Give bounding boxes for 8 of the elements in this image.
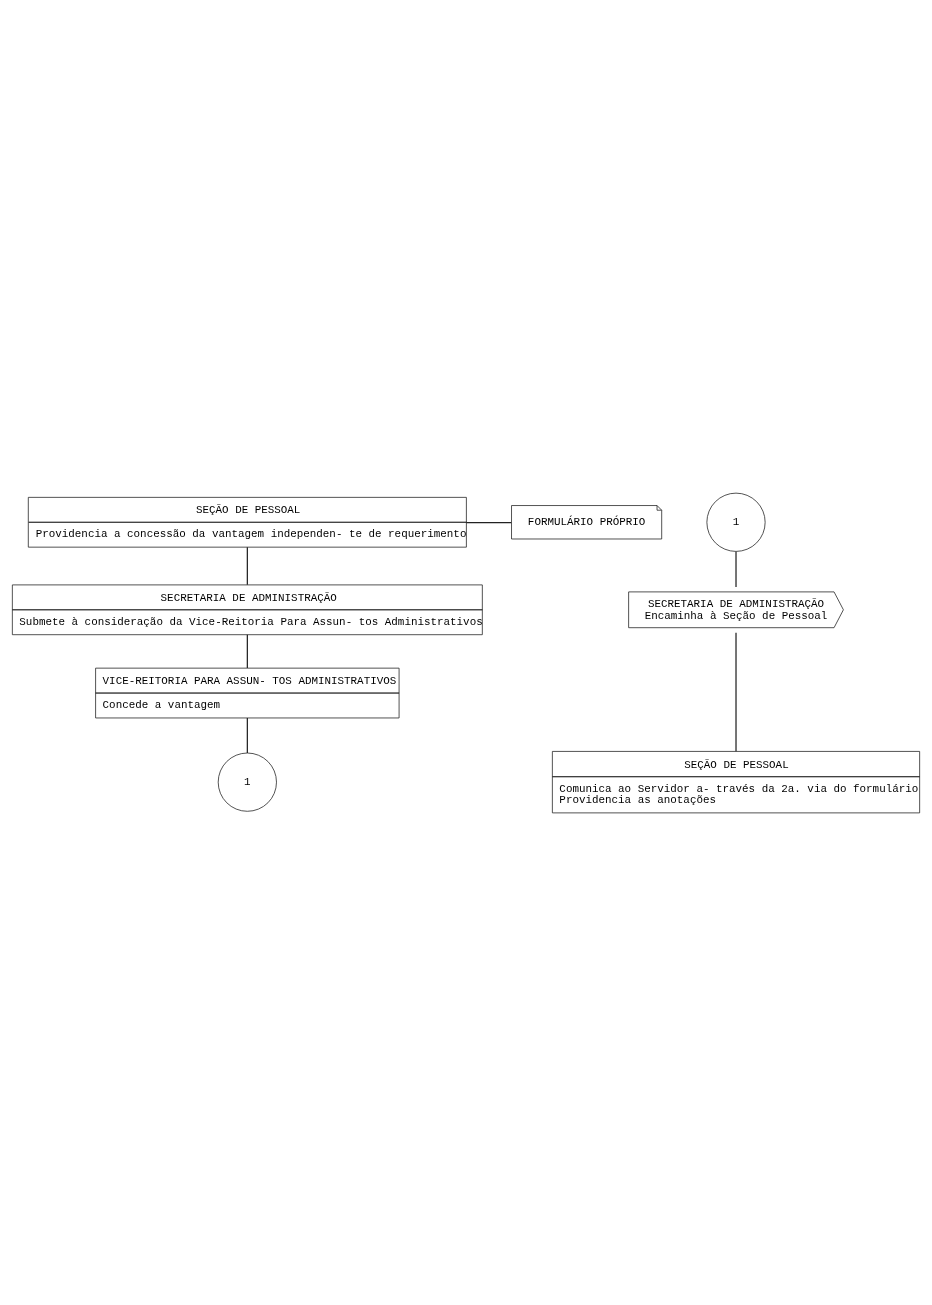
connector: [246, 717, 248, 753]
connector: [246, 546, 248, 585]
connector: [735, 631, 737, 752]
node-circle: 1: [217, 752, 277, 812]
connector: [735, 550, 737, 588]
connector: [246, 633, 248, 669]
node-circle: 1: [706, 492, 766, 552]
connector: [465, 521, 512, 523]
